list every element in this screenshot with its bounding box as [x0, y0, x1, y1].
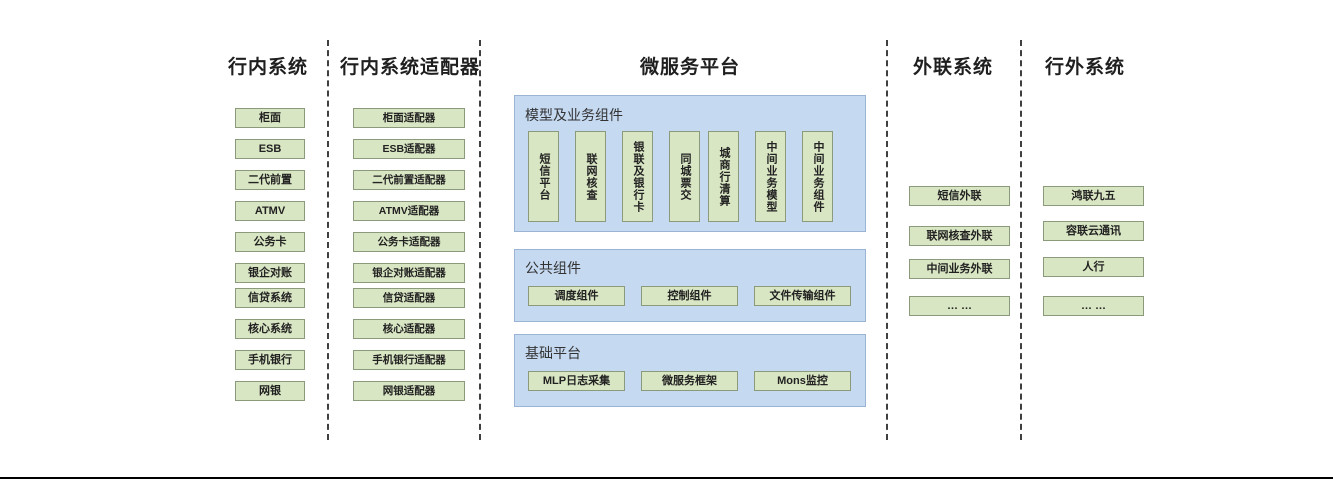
- node-internal-7[interactable]: 核心系统: [235, 319, 305, 339]
- node-base-2[interactable]: Mons监控: [754, 371, 851, 391]
- node-model-4[interactable]: 城商行清算: [708, 131, 739, 222]
- panel-title-model-business: 模型及业务组件: [525, 107, 623, 123]
- node-adapter-3[interactable]: ATMV适配器: [353, 201, 465, 221]
- node-internal-8[interactable]: 手机银行: [235, 350, 305, 370]
- divider-4: [1020, 40, 1022, 440]
- node-internal-5[interactable]: 银企对账: [235, 263, 305, 283]
- panel-common-components: [514, 249, 866, 322]
- node-external-3[interactable]: … …: [909, 296, 1010, 316]
- divider-1: [327, 40, 329, 440]
- node-common-1[interactable]: 控制组件: [641, 286, 738, 306]
- page-baseline: [0, 477, 1333, 479]
- divider-2: [479, 40, 481, 440]
- node-adapter-0[interactable]: 柜面适配器: [353, 108, 465, 128]
- node-outside-3[interactable]: … …: [1043, 296, 1144, 316]
- node-internal-0[interactable]: 柜面: [235, 108, 305, 128]
- divider-3: [886, 40, 888, 440]
- node-adapter-4[interactable]: 公务卡适配器: [353, 232, 465, 252]
- node-common-0[interactable]: 调度组件: [528, 286, 625, 306]
- node-outside-1[interactable]: 容联云通讯: [1043, 221, 1144, 241]
- node-internal-2[interactable]: 二代前置: [235, 170, 305, 190]
- node-model-1[interactable]: 联网核查: [575, 131, 606, 222]
- node-model-0[interactable]: 短信平台: [528, 131, 559, 222]
- node-internal-3[interactable]: ATMV: [235, 201, 305, 221]
- node-model-6[interactable]: 中间业务组件: [802, 131, 833, 222]
- panel-title-base-platform: 基础平台: [525, 345, 581, 361]
- node-adapter-7[interactable]: 核心适配器: [353, 319, 465, 339]
- node-outside-0[interactable]: 鸿联九五: [1043, 186, 1144, 206]
- node-adapter-8[interactable]: 手机银行适配器: [353, 350, 465, 370]
- node-adapter-9[interactable]: 网银适配器: [353, 381, 465, 401]
- node-adapter-5[interactable]: 银企对账适配器: [353, 263, 465, 283]
- column-title-external-link: 外联系统: [912, 57, 993, 78]
- node-adapter-2[interactable]: 二代前置适配器: [353, 170, 465, 190]
- column-title-platform: 微服务平台: [639, 57, 740, 78]
- node-base-0[interactable]: MLP日志采集: [528, 371, 625, 391]
- node-internal-6[interactable]: 信贷系统: [235, 288, 305, 308]
- node-internal-1[interactable]: ESB: [235, 139, 305, 159]
- panel-title-common-components: 公共组件: [525, 260, 581, 276]
- node-outside-2[interactable]: 人行: [1043, 257, 1144, 277]
- node-model-5[interactable]: 中间业务模型: [755, 131, 786, 222]
- node-external-1[interactable]: 联网核查外联: [909, 226, 1010, 246]
- node-external-2[interactable]: 中间业务外联: [909, 259, 1010, 279]
- node-model-2[interactable]: 银联及银行卡: [622, 131, 653, 222]
- column-title-adapters: 行内系统适配器: [340, 57, 481, 78]
- node-base-1[interactable]: 微服务框架: [641, 371, 738, 391]
- node-internal-4[interactable]: 公务卡: [235, 232, 305, 252]
- node-adapter-1[interactable]: ESB适配器: [353, 139, 465, 159]
- node-common-2[interactable]: 文件传输组件: [754, 286, 851, 306]
- column-title-internal: 行内系统: [227, 57, 308, 78]
- node-internal-9[interactable]: 网银: [235, 381, 305, 401]
- node-model-3[interactable]: 同城票交: [669, 131, 700, 222]
- node-external-0[interactable]: 短信外联: [909, 186, 1010, 206]
- column-title-outside: 行外系统: [1044, 57, 1125, 78]
- panel-base-platform: [514, 334, 866, 407]
- node-adapter-6[interactable]: 信贷适配器: [353, 288, 465, 308]
